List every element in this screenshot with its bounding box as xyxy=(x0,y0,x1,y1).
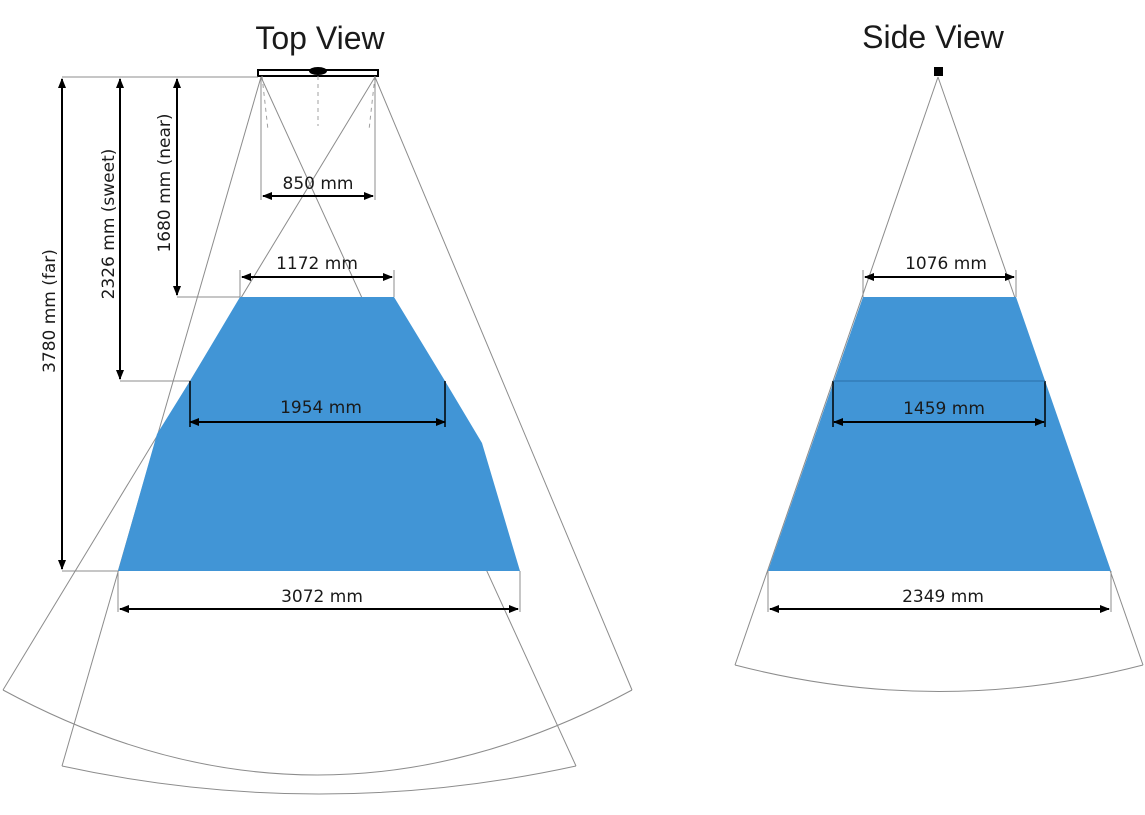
near-width-label: 850 mm xyxy=(283,174,354,194)
side-sweet-width-label: 1459 mm xyxy=(903,399,985,419)
far-zone-width-label: 3072 mm xyxy=(281,587,363,607)
near-zone-width-label: 1172 mm xyxy=(276,254,358,274)
side-near-width-label: 1076 mm xyxy=(905,254,987,274)
side-far-width-label: 2349 mm xyxy=(902,587,984,607)
near-distance-label: 1680 mm (near) xyxy=(155,113,175,252)
top-sensor-dashed-guides xyxy=(261,75,376,131)
top-view: Top View xyxy=(2,20,633,795)
sweet-distance-label: 2326 mm (sweet) xyxy=(99,149,119,300)
top-sensor-bar xyxy=(257,67,379,77)
far-distance-label: 3780 mm (far) xyxy=(40,249,60,373)
top-coverage-zone xyxy=(118,297,520,571)
side-view: Side View 1076 mm 1459 mm 2349 mm xyxy=(734,19,1144,692)
top-view-title: Top View xyxy=(255,20,385,56)
side-extension-guides xyxy=(767,270,1112,612)
sweet-zone-width-label: 1954 mm xyxy=(280,398,362,418)
side-sensor-icon xyxy=(934,67,943,76)
side-coverage-zone xyxy=(768,297,1111,571)
top-extension-guides xyxy=(62,76,521,612)
side-view-title: Side View xyxy=(862,19,1005,55)
